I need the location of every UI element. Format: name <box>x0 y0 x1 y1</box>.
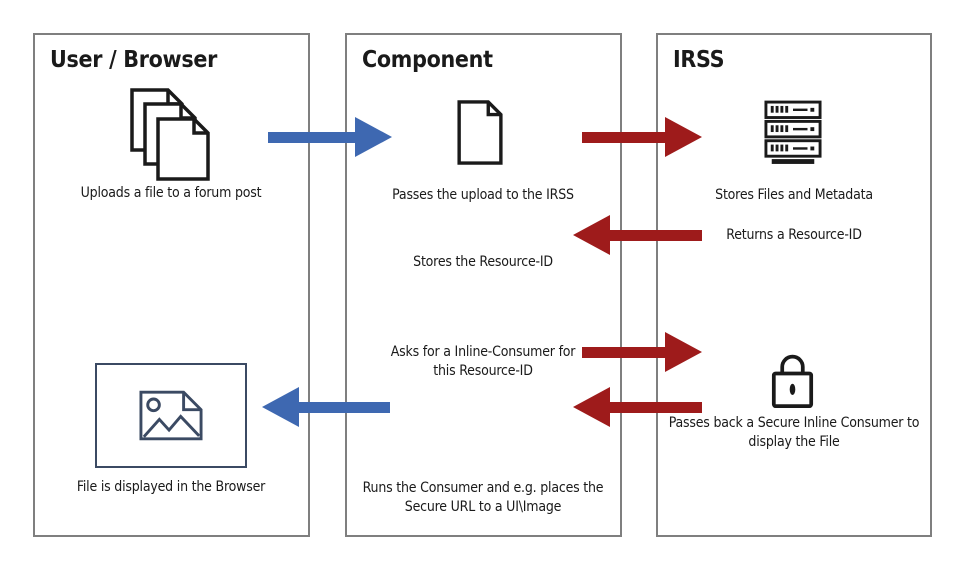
document-icon <box>457 100 504 166</box>
browser-image-frame <box>95 363 247 468</box>
column-title-irss: IRSS <box>673 47 725 73</box>
arrow-component-to-irss-ask <box>582 332 702 372</box>
caption-stores-resource-id: Stores the Resource-ID <box>413 254 553 270</box>
files-stack-icon <box>130 88 210 182</box>
caption-uploads-file: Uploads a file to a forum post <box>80 185 262 201</box>
caption-returns-resource-id: Returns a Resource-ID <box>726 227 862 243</box>
column-title-component: Component <box>362 47 493 73</box>
arrow-component-to-irss-upload <box>582 117 702 157</box>
caption-passes-back-consumer: Passes back a Secure Inline Consumer to … <box>668 415 920 450</box>
arrow-irss-to-component-resource-id <box>573 215 702 255</box>
caption-passes-upload: Passes the upload to the IRSS <box>392 187 574 203</box>
image-placeholder-icon <box>139 390 203 441</box>
padlock-icon <box>771 350 814 410</box>
caption-stores-files-metadata: Stores Files and Metadata <box>715 187 873 203</box>
column-title-user-browser: User / Browser <box>50 47 217 73</box>
server-rack-icon <box>764 100 822 166</box>
arrow-component-to-user-display <box>262 387 390 427</box>
caption-file-displayed: File is displayed in the Browser <box>76 479 266 495</box>
caption-asks-inline-consumer: Asks for a Inline-Consumer for this Reso… <box>390 344 576 379</box>
caption-runs-consumer: Runs the Consumer and e.g. places the Se… <box>362 480 604 515</box>
arrow-irss-to-component-consumer <box>573 387 702 427</box>
arrow-user-to-component <box>268 117 392 157</box>
